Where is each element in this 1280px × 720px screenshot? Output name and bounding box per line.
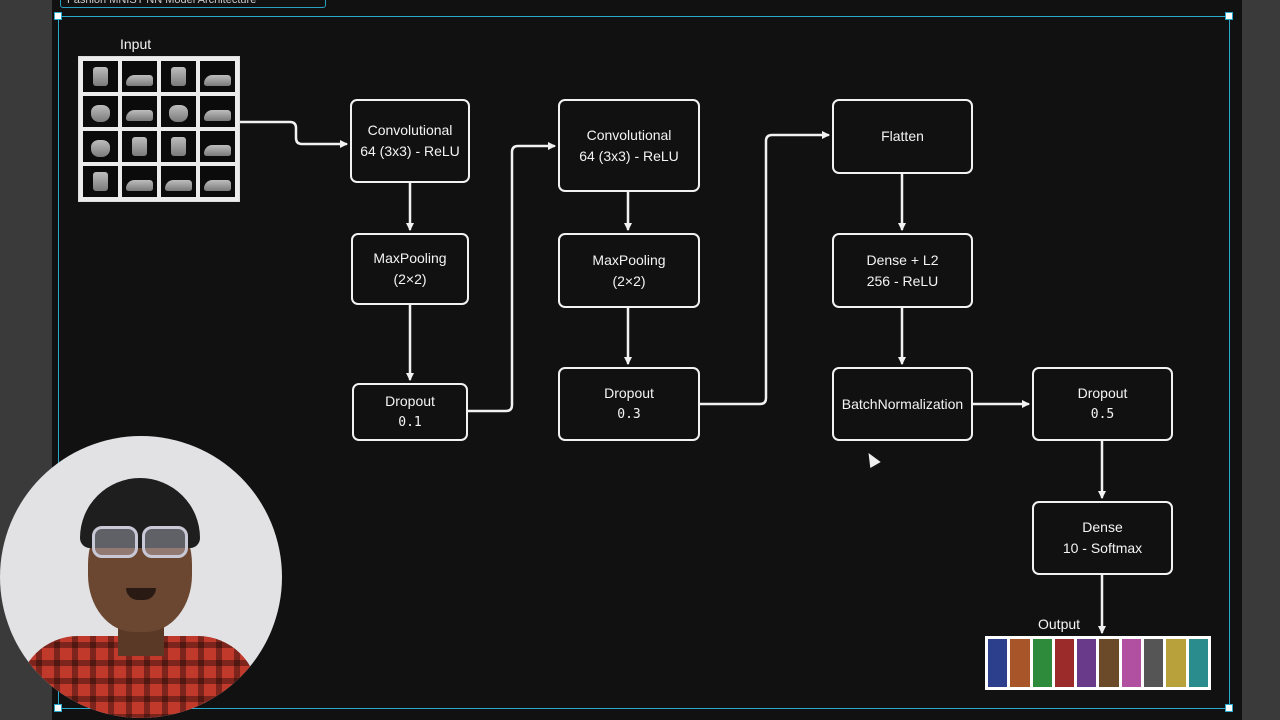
presenter-mouth — [126, 588, 156, 600]
input-thumbnail — [200, 166, 235, 197]
input-thumbnail — [122, 131, 157, 162]
node-conv2[interactable]: Convolutional 64 (3x3) - ReLU — [558, 99, 700, 192]
node-batchnorm[interactable]: BatchNormalization — [832, 367, 973, 441]
input-thumbnail — [83, 61, 118, 92]
node-drop1-title: Dropout — [385, 393, 435, 409]
node-dense1-title: Dense + L2 — [866, 251, 939, 268]
node-conv2-detail: 64 (3x3) - ReLU — [579, 147, 679, 164]
right-margin — [1242, 0, 1280, 720]
node-dense2[interactable]: Dense 10 - Softmax — [1032, 501, 1173, 575]
input-thumbnail — [122, 61, 157, 92]
node-drop3-rate: 0.5 — [1090, 407, 1115, 422]
node-conv1[interactable]: Convolutional 64 (3x3) - ReLU — [350, 99, 470, 183]
resize-handle-bottom-right[interactable] — [1225, 704, 1233, 712]
input-thumbnail — [122, 166, 157, 197]
node-conv2-title: Convolutional — [586, 126, 672, 143]
resize-handle-top-right[interactable] — [1225, 12, 1233, 20]
output-class-stripe — [1188, 639, 1208, 687]
diagram-tab[interactable]: Fashion MNIST NN Model Architecture — [60, 0, 326, 8]
node-dense2-detail: 10 - Softmax — [1062, 540, 1143, 556]
input-thumbnail — [161, 166, 196, 197]
input-image-grid — [78, 56, 240, 202]
node-pool1[interactable]: MaxPooling (2×2) — [351, 233, 469, 305]
node-drop3-title: Dropout — [1077, 385, 1128, 401]
presenter-glasses — [88, 526, 192, 560]
input-thumbnail — [161, 131, 196, 162]
input-thumbnail — [83, 166, 118, 197]
connector-input-conv1 — [238, 120, 348, 148]
selection-frame-right — [1229, 16, 1230, 708]
selection-frame-top — [58, 16, 1230, 17]
output-class-stripe — [1166, 639, 1186, 687]
output-class-stripe — [1054, 639, 1075, 687]
input-thumbnail — [83, 131, 118, 162]
selection-frame-bottom — [58, 708, 1230, 709]
node-drop2-rate: 0.3 — [617, 407, 641, 422]
output-label: Output — [1038, 616, 1081, 632]
input-thumbnail — [161, 61, 196, 92]
node-dense1-detail: 256 - ReLU — [866, 272, 939, 289]
node-conv1-title: Convolutional — [367, 122, 453, 138]
node-drop2[interactable]: Dropout 0.3 — [558, 367, 700, 441]
input-thumbnail — [200, 96, 235, 127]
input-thumbnail — [122, 96, 157, 127]
node-drop1-rate: 0.1 — [398, 415, 422, 430]
node-drop2-title: Dropout — [604, 385, 654, 401]
node-pool2-detail: (2×2) — [612, 272, 646, 289]
node-drop1[interactable]: Dropout 0.1 — [352, 383, 468, 441]
input-thumbnail — [83, 96, 118, 127]
node-drop3[interactable]: Dropout 0.5 — [1032, 367, 1173, 441]
node-batchnorm-title: BatchNormalization — [841, 395, 964, 412]
node-dense2-title: Dense — [1082, 519, 1123, 535]
output-class-stripe — [1099, 639, 1119, 687]
input-label: Input — [120, 36, 152, 52]
output-class-stripe — [1077, 639, 1097, 687]
connector-drop1-conv2 — [466, 142, 556, 413]
output-class-stripe — [1010, 639, 1030, 687]
output-class-stripe — [988, 639, 1008, 687]
output-class-stripe — [1144, 639, 1164, 687]
node-pool2[interactable]: MaxPooling (2×2) — [558, 233, 700, 308]
input-thumbnail — [200, 131, 235, 162]
presenter-webcam — [0, 436, 282, 718]
node-pool1-detail: (2×2) — [393, 271, 427, 287]
output-class-stripe — [1121, 639, 1142, 687]
node-pool2-title: MaxPooling — [592, 251, 666, 268]
node-conv1-detail: 64 (3x3) - ReLU — [360, 143, 460, 159]
input-thumbnail — [200, 61, 235, 92]
selection-frame-left — [58, 16, 59, 708]
output-class-bar — [985, 636, 1211, 690]
output-class-stripe — [1032, 639, 1052, 687]
node-dense1[interactable]: Dense + L2 256 - ReLU — [832, 233, 973, 308]
node-flatten[interactable]: Flatten — [832, 99, 973, 174]
node-pool1-title: MaxPooling — [373, 250, 447, 266]
node-flatten-title: Flatten — [881, 128, 924, 144]
input-thumbnail — [161, 96, 196, 127]
connector-drop2-flatten — [698, 131, 830, 406]
resize-handle-top-left[interactable] — [54, 12, 62, 20]
